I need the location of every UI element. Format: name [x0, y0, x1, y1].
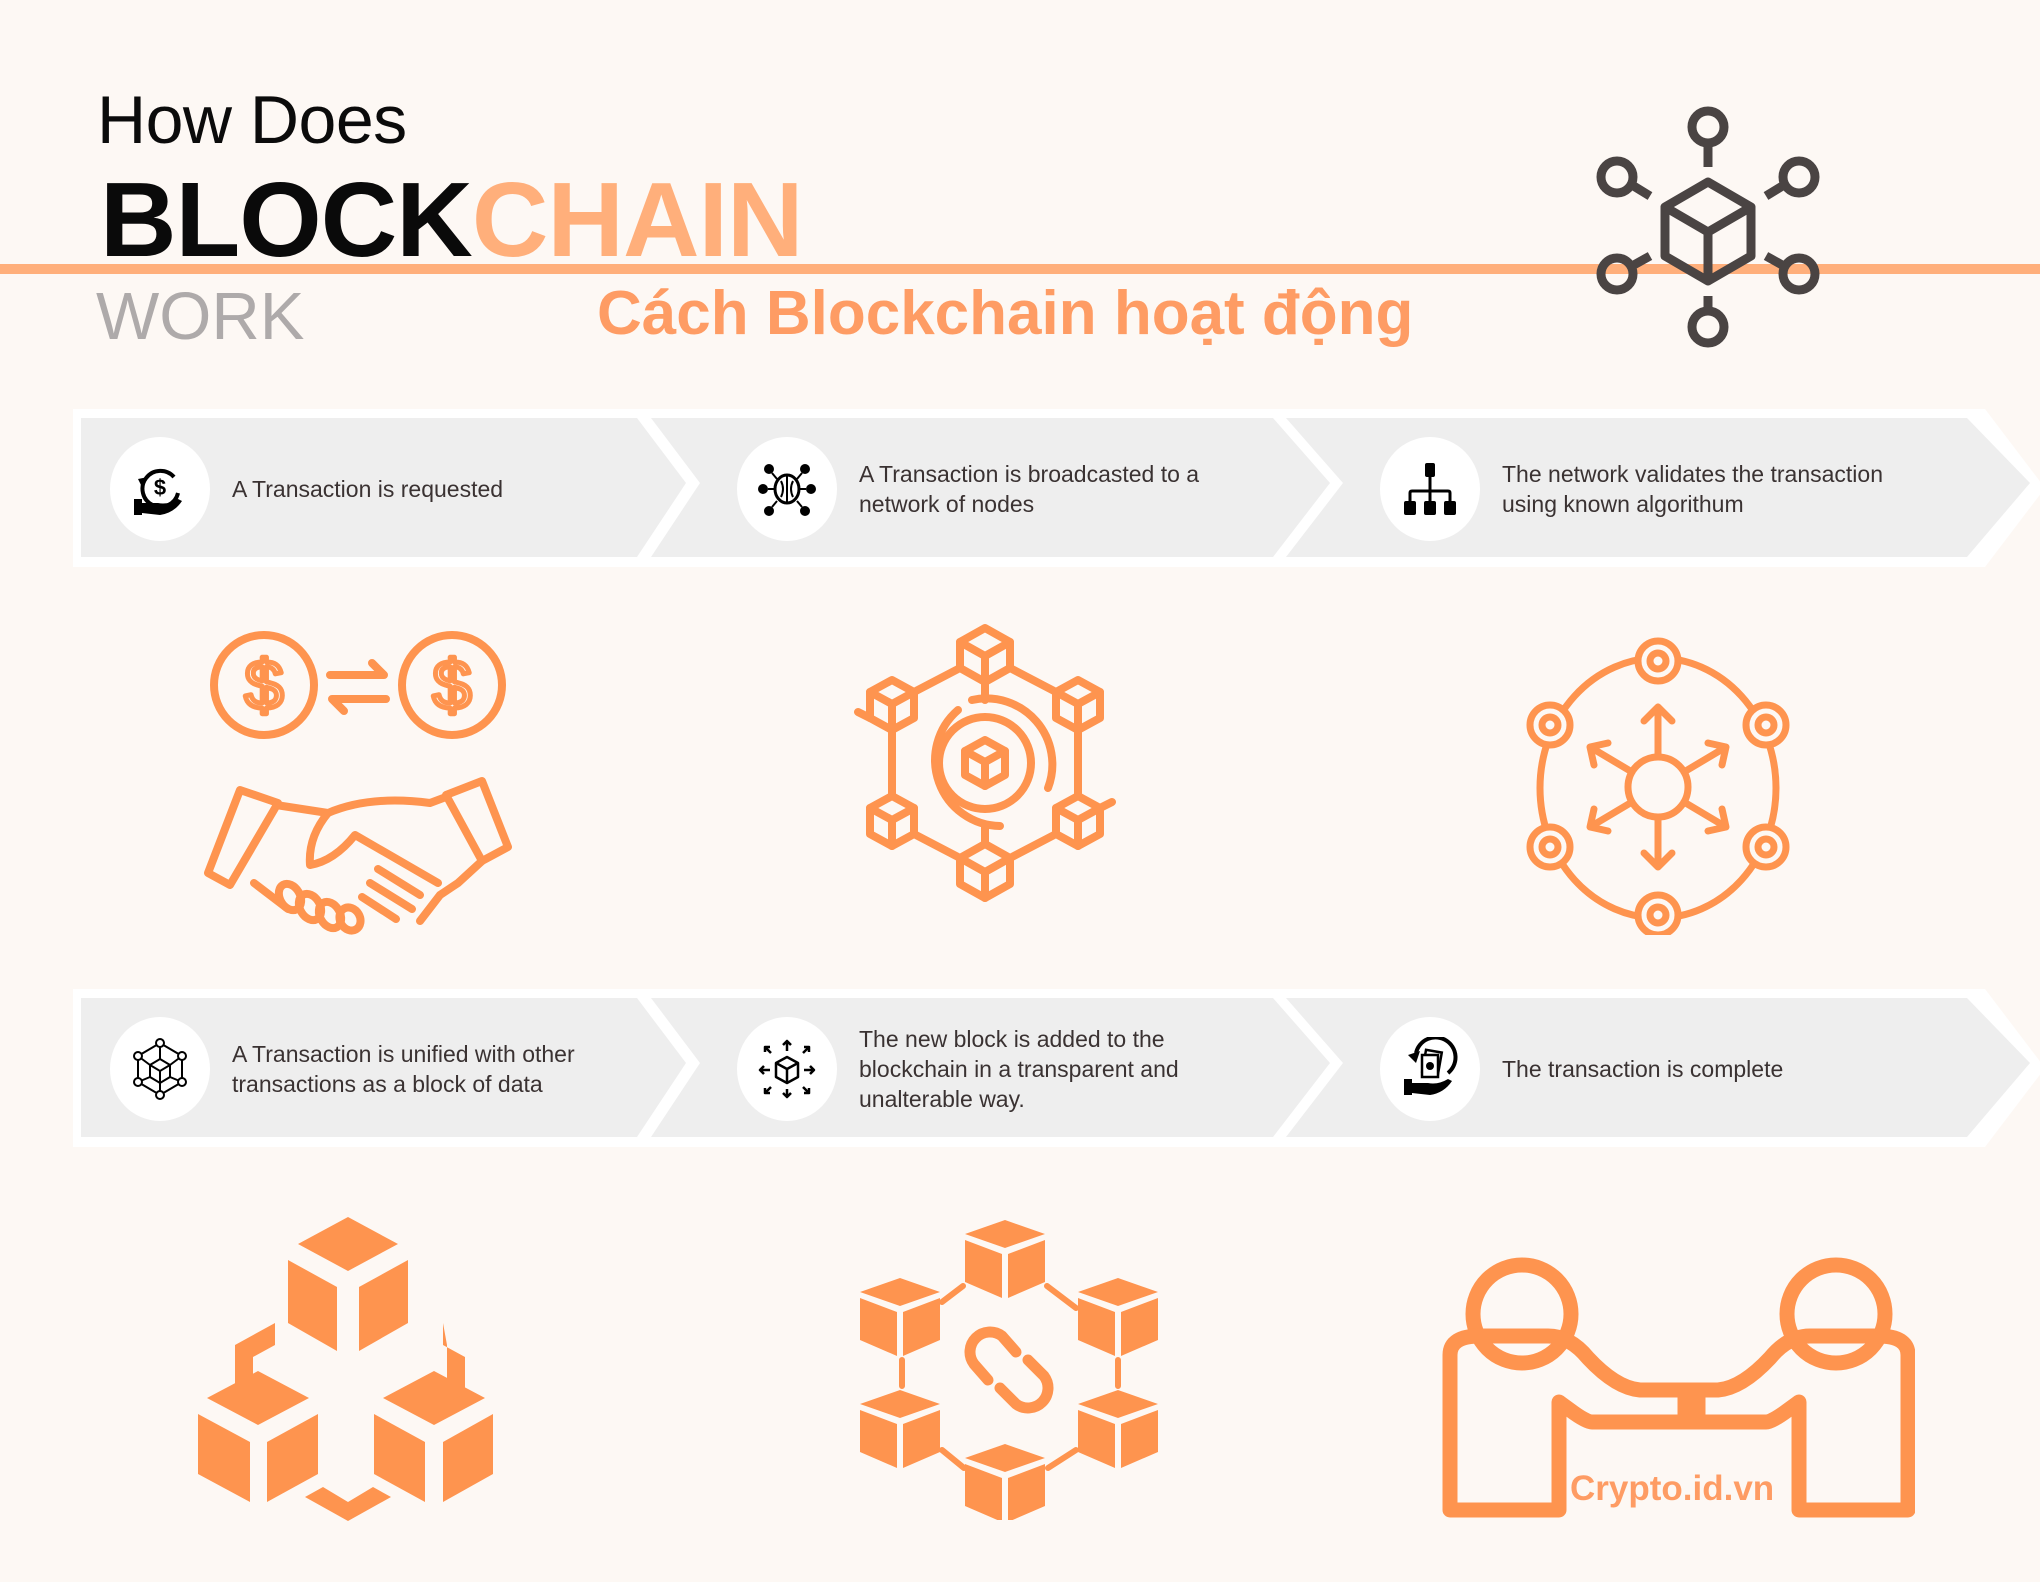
watermark: Crypto.id.vn: [1570, 1469, 1775, 1508]
chevron-track: [73, 989, 2040, 1147]
hexagon-blocks-network-icon: [854, 624, 1116, 902]
header-divider-line: [0, 264, 2040, 274]
hierarchy-tree-icon: [1380, 437, 1480, 541]
process-row-1: $ A Transaction is requested A Transacti…: [0, 409, 2040, 569]
two-people-agreement-icon: [1442, 1257, 1915, 1518]
step-transaction-broadcasted: A Transaction is broadcasted to a networ…: [737, 409, 1277, 569]
title-work: WORK: [96, 279, 305, 354]
step-text: The transaction is complete: [1502, 1056, 1784, 1082]
chevron-track: [73, 409, 2040, 567]
step-text: A Transaction is unified with other tran…: [232, 1041, 575, 1097]
process-row-2: A Transaction is unified with other tran…: [0, 989, 2040, 1149]
blockchain-network-cube-icon: [1596, 106, 1820, 348]
title-how-does: How Does: [97, 82, 407, 158]
title-blockchain: BLOCKCHAIN: [100, 167, 804, 273]
title-block: BLOCK: [100, 161, 473, 279]
step-text: A Transaction is broadcasted to a networ…: [859, 461, 1200, 517]
step-network-validates: The network validates the transaction us…: [1380, 409, 1980, 569]
svg-text:$: $: [245, 646, 284, 724]
hand-dollar-cycle-icon: $: [110, 437, 210, 541]
block-chain-link-icon: [860, 1220, 1158, 1520]
handshake-dollar-exchange-icon: $ $: [204, 631, 512, 935]
step-transaction-complete: The transaction is complete: [1380, 989, 1980, 1149]
hand-cash-cycle-icon: [1380, 1017, 1480, 1121]
step-text: A Transaction is requested: [232, 476, 504, 502]
three-cubes-cycle-icon: [198, 1217, 493, 1521]
brain-network-icon: [737, 437, 837, 541]
svg-text:$: $: [154, 475, 166, 500]
title-chain: CHAIN: [471, 161, 804, 279]
step-transaction-unified: A Transaction is unified with other tran…: [110, 989, 630, 1149]
subtitle-vietnamese: Cách Blockchain hoạt động: [597, 279, 1414, 348]
svg-text:$: $: [433, 646, 472, 724]
step-text: The new block is added to the blockchain…: [859, 1026, 1179, 1112]
cube-network-icon: [110, 1017, 210, 1121]
cube-expand-arrows-icon: [737, 1017, 837, 1121]
step-block-added: The new block is added to the blockchain…: [737, 989, 1277, 1149]
step-transaction-requested: $ A Transaction is requested: [110, 409, 503, 569]
step-text: The network validates the transaction us…: [1502, 461, 1883, 517]
distributed-nodes-arrows-icon: [1526, 637, 1790, 935]
